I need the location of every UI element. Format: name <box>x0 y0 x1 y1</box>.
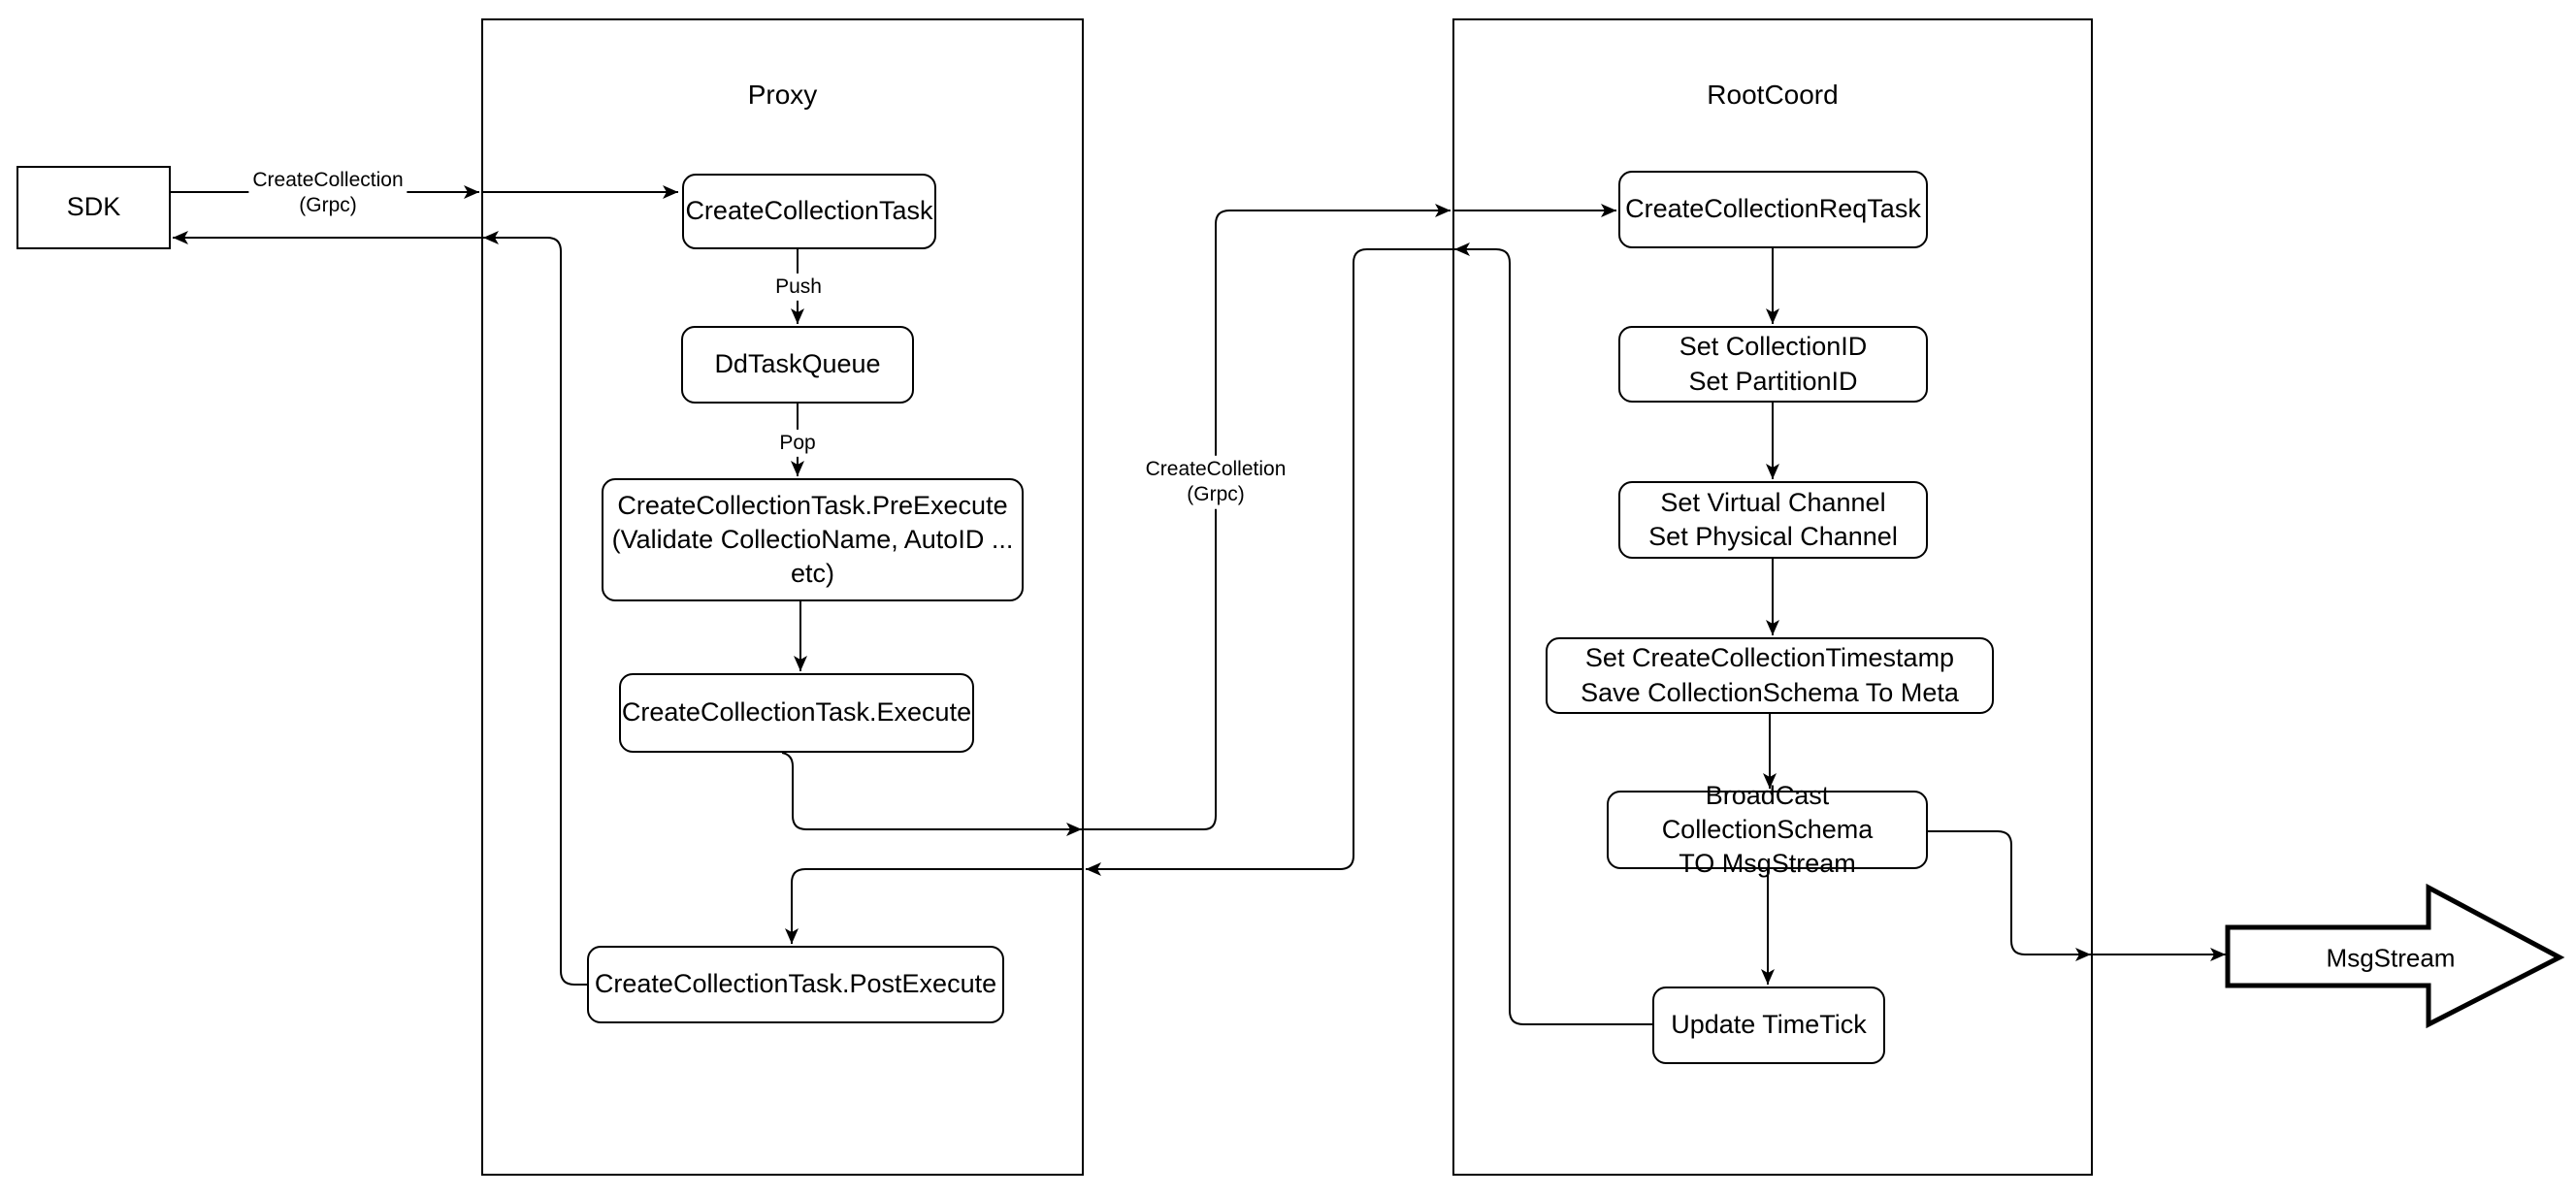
edge-execute-out <box>781 752 1082 836</box>
node-set-ids: Set CollectionID Set PartitionID <box>1618 326 1928 403</box>
node-create-collection-req-task-label: CreateCollectionReqTask <box>1625 194 1921 224</box>
node-broadcast: BroadCast CollectionSchema TO MsgStream <box>1607 781 1928 878</box>
node-update-timetick-label: Update TimeTick <box>1671 1010 1867 1040</box>
node-post-execute: CreateCollectionTask.PostExecute <box>587 946 1004 1023</box>
edge-label-createcollection-grpc: CreateCollection (Grpc) <box>248 166 408 220</box>
edge-label-push-text: Push <box>775 275 822 298</box>
node-update-timetick: Update TimeTick <box>1652 987 1885 1064</box>
edge-broadcast-out <box>1928 830 2091 961</box>
edge-label-createcollection-grpc-line1: CreateCollection <box>252 168 404 191</box>
node-post-execute-label: CreateCollectionTask.PostExecute <box>594 969 997 999</box>
edge-label-createcolletion-grpc-line2: (Grpc) <box>1187 483 1245 505</box>
node-dd-task-queue-label: DdTaskQueue <box>714 349 881 379</box>
rootcoord-container: RootCoord <box>1452 18 2093 1176</box>
edge-postexecute-return <box>483 231 587 986</box>
node-dd-task-queue: DdTaskQueue <box>681 326 914 404</box>
rootcoord-title: RootCoord <box>1707 80 1839 110</box>
node-set-channels-line2: Set Physical Channel <box>1648 522 1898 551</box>
node-set-ids-line2: Set PartitionID <box>1688 366 1858 396</box>
edge-label-push: Push <box>771 273 826 302</box>
node-broadcast-line1: BroadCast CollectionSchema <box>1661 780 1874 844</box>
node-execute: CreateCollectionTask.Execute <box>619 673 974 753</box>
node-execute-label: CreateCollectionTask.Execute <box>621 697 972 728</box>
node-set-ids-line1: Set CollectionID <box>1679 332 1868 362</box>
node-create-collection-task-label: CreateCollectionTask <box>685 196 933 226</box>
node-set-timestamp-line2: Save CollectionSchema To Meta <box>1581 677 1959 707</box>
node-set-channels: Set Virtual Channel Set Physical Channel <box>1618 481 1928 559</box>
node-sdk-label: SDK <box>66 192 121 222</box>
node-create-collection-req-task: CreateCollectionReqTask <box>1618 171 1928 248</box>
node-broadcast-line2: TO MsgStream <box>1679 849 1856 879</box>
edge-label-createcolletion-grpc: CreateColletion (Grpc) <box>1141 455 1290 509</box>
edge-label-pop: Pop <box>775 429 820 458</box>
msgstream-label: MsgStream <box>2326 943 2456 973</box>
edge-timetick-return <box>1454 243 1652 1025</box>
proxy-title: Proxy <box>747 80 818 110</box>
node-pre-execute-line1: CreateCollectionTask.PreExecute <box>617 490 1008 520</box>
edge-label-createcolletion-grpc-line1: CreateColletion <box>1145 457 1287 480</box>
edge-rootcoord-to-proxy-return <box>1086 248 1452 876</box>
node-pre-execute-line2: (Validate CollectioName, AutoID ... etc) <box>611 524 1014 589</box>
node-set-timestamp-line1: Set CreateCollectionTimestamp <box>1584 643 1955 673</box>
node-create-collection-task: CreateCollectionTask <box>682 174 936 249</box>
edge-proxy-to-rootcoord <box>1084 204 1451 830</box>
proxy-container: Proxy <box>481 18 1084 1176</box>
edge-proxy-to-postexecute <box>785 868 1084 944</box>
edge-label-pop-text: Pop <box>779 431 816 454</box>
node-set-timestamp: Set CreateCollectionTimestamp Save Colle… <box>1546 637 1994 714</box>
node-sdk: SDK <box>16 166 171 249</box>
node-pre-execute: CreateCollectionTask.PreExecute (Validat… <box>602 478 1024 601</box>
node-set-channels-line1: Set Virtual Channel <box>1660 487 1886 517</box>
edge-label-createcollection-grpc-line2: (Grpc) <box>299 194 357 216</box>
msgstream-arrow-shape <box>2225 883 2565 1029</box>
